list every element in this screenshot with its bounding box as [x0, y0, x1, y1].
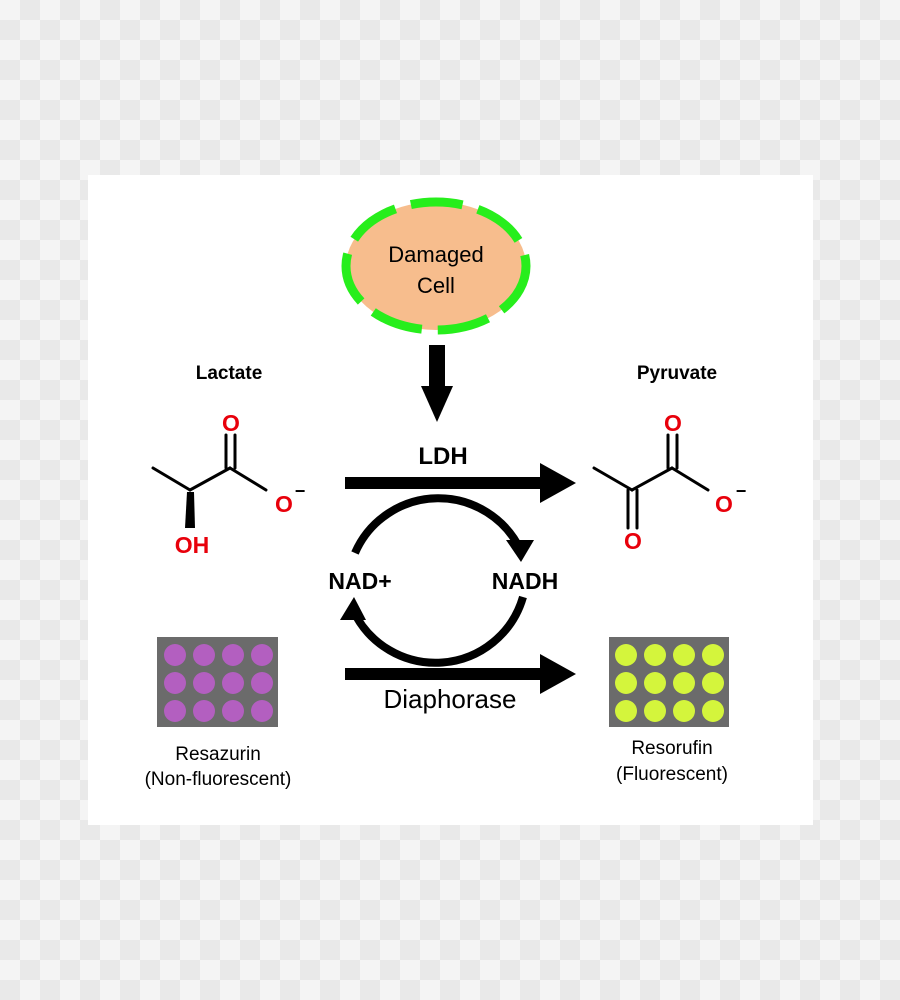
nad-plus-label: NAD+ — [328, 568, 391, 594]
damaged-cell: Damaged Cell — [346, 202, 526, 330]
pyruvate-title: Pyruvate — [637, 363, 717, 384]
lactate-charge: − — [295, 481, 306, 501]
plate-well — [615, 644, 637, 666]
plate-well — [644, 672, 666, 694]
plate-well — [615, 700, 637, 722]
plate-well — [164, 672, 186, 694]
plate-well — [251, 672, 273, 694]
plate-well — [644, 700, 666, 722]
plate-well — [702, 700, 724, 722]
plate-well — [615, 672, 637, 694]
plate-well — [193, 672, 215, 694]
plate-well — [222, 700, 244, 722]
plate-well — [193, 700, 215, 722]
lactate-title: Lactate — [196, 363, 263, 384]
nadh-label: NADH — [492, 568, 558, 594]
pyruvate-charge: − — [736, 481, 747, 501]
plate-well — [673, 672, 695, 694]
plate-well — [673, 700, 695, 722]
pyruvate-carbonyl-oxygen-bottom: O — [624, 528, 642, 554]
resazurin-note: (Non-fluorescent) — [145, 769, 292, 790]
plate-well — [702, 644, 724, 666]
plate-well — [673, 644, 695, 666]
diaphorase-label: Diaphorase — [384, 684, 517, 714]
lactate-hydroxyl: OH — [175, 532, 210, 558]
plate-well — [251, 644, 273, 666]
plate-well — [164, 644, 186, 666]
resorufin-name: Resorufin — [631, 738, 712, 759]
lactate-oxide-oxygen: O — [275, 491, 293, 517]
ldh-label: LDH — [418, 443, 467, 470]
plate-well — [193, 644, 215, 666]
plate-well — [222, 672, 244, 694]
plate-well — [644, 644, 666, 666]
plate-well — [222, 644, 244, 666]
lactate-carbonyl-oxygen: O — [222, 410, 240, 436]
plate-well — [702, 672, 724, 694]
plate-well — [164, 700, 186, 722]
resazurin-name: Resazurin — [175, 744, 261, 765]
cell-label-line2: Cell — [417, 273, 455, 298]
pyruvate-oxide-oxygen: O — [715, 491, 733, 517]
pyruvate-carbonyl-oxygen-top: O — [664, 410, 682, 436]
plate-well — [251, 700, 273, 722]
cell-label-line1: Damaged — [388, 242, 483, 267]
resorufin-note: (Fluorescent) — [616, 764, 728, 785]
